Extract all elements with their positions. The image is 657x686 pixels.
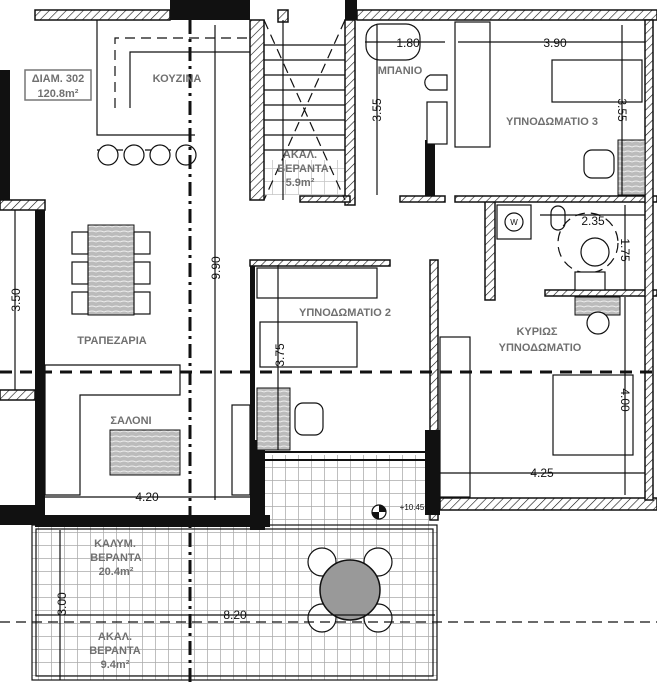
covered-veranda-label-1: ΚΑΛΥΜ. bbox=[94, 538, 136, 550]
level-value: +10.45 bbox=[400, 503, 425, 512]
room-label-dining: ΤΡΑΠΕΖΑΡΙΑ bbox=[77, 335, 147, 347]
wc-fixtures: W bbox=[496, 204, 619, 291]
dim-bath-depth: 3.55 bbox=[370, 98, 384, 122]
room-label-bathroom: ΜΠΑΝΙΟ bbox=[378, 65, 423, 77]
apartment-name: ΔΙΑΜ. 302 bbox=[32, 73, 85, 85]
grid-lines bbox=[0, 20, 657, 686]
dim-master-width: 4.25 bbox=[530, 466, 554, 480]
apartment-area: 120.8m² bbox=[38, 88, 79, 100]
dim-wc-depth: 1.75 bbox=[618, 238, 632, 262]
dim-master-depth: 4.00 bbox=[618, 388, 632, 412]
room-label-master-1: ΚΥΡΙΩΣ bbox=[516, 326, 557, 338]
dim-dining-depth: 3.50 bbox=[9, 288, 23, 312]
covered-veranda-area: 20.4m² bbox=[99, 566, 134, 578]
apartment-label-box bbox=[24, 69, 92, 101]
dim-bath-width: 1.80 bbox=[396, 36, 420, 50]
room-label-living: ΣΑΛΟΝΙ bbox=[110, 415, 151, 427]
dimension-lines bbox=[14, 25, 645, 680]
dim-bed3-width: 3.90 bbox=[543, 36, 567, 50]
level-marker: +10.45 bbox=[371, 503, 425, 520]
dimension-labels: 1.80 3.90 3.55 3.55 2.35 1.75 3.75 4.00 … bbox=[9, 36, 632, 622]
bathroom-fixtures bbox=[365, 21, 491, 148]
stair-veranda-label-2: ΒΕΡΑΝΤΑ bbox=[277, 163, 329, 175]
dim-bed2-depth: 3.75 bbox=[273, 343, 287, 367]
stair-veranda-label-1: ΑΚΑΛ. bbox=[283, 149, 317, 161]
staircase bbox=[263, 19, 346, 201]
washer-label: W bbox=[510, 218, 518, 227]
room-label-kitchen: ΚΟΥΖΙΝΑ bbox=[153, 73, 202, 85]
walls bbox=[0, 0, 657, 530]
room-label-bedroom3: ΥΠΝΟΔΩΜΑΤΙΟ 3 bbox=[506, 116, 598, 128]
open-veranda-label-2: ΒΕΡΑΝΤΑ bbox=[89, 645, 141, 657]
bedroom2-furniture bbox=[256, 267, 425, 461]
dim-veranda-depth: 3.00 bbox=[55, 592, 69, 616]
sofa bbox=[44, 364, 251, 496]
master-furniture bbox=[439, 296, 634, 498]
dim-wc-width: 2.35 bbox=[581, 214, 605, 228]
kitchen-counter bbox=[96, 20, 250, 166]
open-veranda-area: 9.4m² bbox=[101, 659, 130, 671]
veranda-table bbox=[307, 547, 393, 633]
covered-veranda-label-2: ΒΕΡΑΝΤΑ bbox=[90, 552, 142, 564]
dim-bed3-depth: 3.55 bbox=[615, 98, 629, 122]
dining-table bbox=[71, 224, 151, 316]
room-label-bedroom2: ΥΠΝΟΔΩΜΑΤΙΟ 2 bbox=[299, 307, 391, 319]
stair-veranda-area: 5.9m² bbox=[286, 177, 315, 189]
dim-total-depth: 9.90 bbox=[209, 256, 223, 280]
dim-veranda-width: 8.20 bbox=[223, 608, 247, 622]
room-label-master-2: ΥΠΝΟΔΩΜΑΤΙΟ bbox=[499, 342, 582, 354]
dim-living-width: 4.20 bbox=[135, 490, 159, 504]
open-veranda-label-1: ΑΚΑΛ. bbox=[98, 631, 132, 643]
